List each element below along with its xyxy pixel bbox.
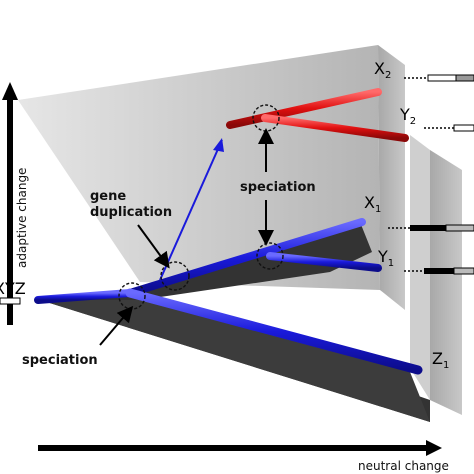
vertical-axis-arrowhead	[2, 82, 18, 100]
root-marker	[0, 297, 21, 305]
svg-text:Y2: Y2	[399, 105, 416, 127]
speciation-label-lower: speciation	[22, 353, 98, 368]
svg-text:X2: X2	[374, 59, 391, 81]
branch-root	[34, 289, 134, 304]
gene-duplication-pointer	[137, 224, 170, 269]
root-label: XYZ	[0, 279, 26, 298]
svg-text:Z1: Z1	[432, 349, 449, 371]
svg-text:Y1: Y1	[377, 247, 394, 269]
svg-text:X1: X1	[364, 193, 381, 215]
node-x2-index: 2	[385, 70, 391, 81]
gene-strip-x1	[388, 224, 474, 232]
vertical-axis-label: adaptive change	[15, 168, 29, 268]
blue-tree	[34, 218, 423, 375]
speciation-label-upper: speciation	[240, 180, 316, 195]
node-x2: X2	[374, 59, 391, 81]
duplication-arrow	[159, 139, 223, 281]
gene-strip-y1	[404, 267, 474, 275]
gene-duplication-label-line2: duplication	[90, 205, 172, 220]
branch-to-x1	[126, 218, 366, 297]
node-x1: X1	[364, 193, 381, 215]
node-y1: Y1	[377, 247, 394, 269]
branch-to-z1	[125, 288, 423, 375]
node-y2: Y2	[399, 105, 416, 127]
gene-strip-y2	[424, 124, 474, 132]
speciation-lower-pointer	[99, 305, 134, 346]
duplication-circle	[160, 261, 190, 291]
branch-to-y2	[261, 114, 409, 142]
upper-panel-side	[378, 45, 405, 310]
lower-panel-front	[410, 135, 430, 400]
shadow-slab-lower	[40, 300, 430, 422]
gene-duplication-label-line1: gene	[90, 189, 126, 204]
node-x2-letter: X	[374, 59, 385, 78]
node-z1: Z1	[432, 349, 449, 371]
gene-strip-x2	[404, 74, 474, 82]
horizontal-axis-label: neutral change	[358, 459, 449, 473]
node-z1-index: 1	[443, 360, 449, 371]
node-y2-letter: Y	[399, 105, 410, 124]
lower-panel-side	[430, 150, 462, 415]
branch-to-y1	[266, 252, 382, 272]
duplication-arrowhead	[213, 138, 224, 152]
branch-to-x2	[226, 88, 382, 129]
node-x1-index: 1	[375, 204, 381, 215]
node-y1-letter: Y	[377, 247, 388, 266]
node-z1-letter: Z	[432, 349, 443, 368]
node-y1-index: 1	[388, 258, 394, 269]
node-x1-letter: X	[364, 193, 375, 212]
red-tree	[226, 88, 409, 142]
horizontal-axis-arrowhead	[426, 440, 442, 456]
node-y2-index: 2	[410, 116, 416, 127]
upper-panel	[18, 45, 380, 290]
